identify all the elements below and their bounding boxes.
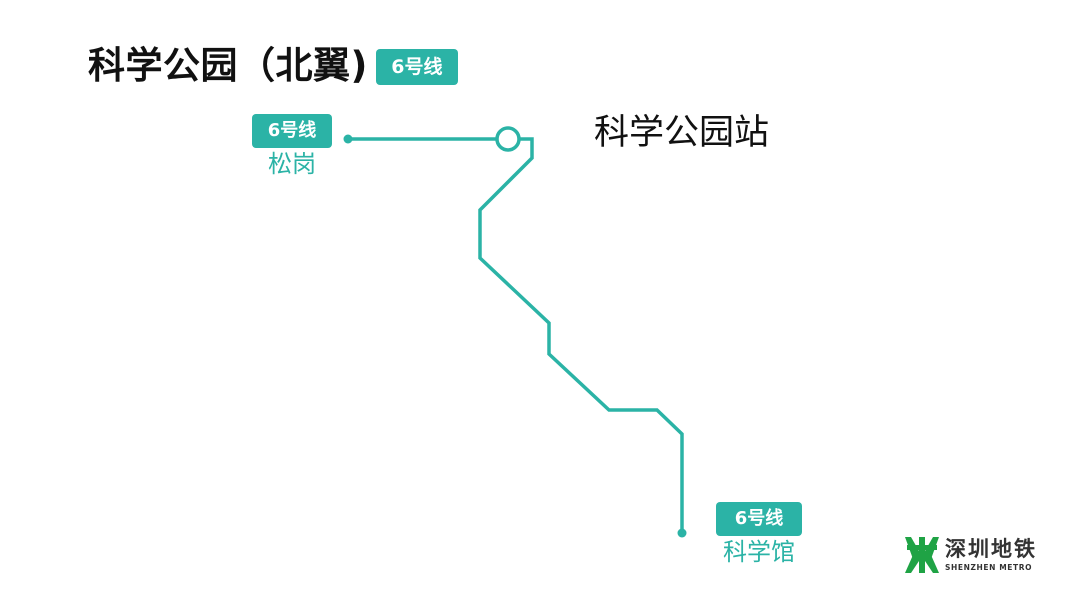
line-badge: 6号线 <box>375 49 458 85</box>
terminal-dot-kexueguan <box>677 528 687 538</box>
metro-logo-icon <box>905 537 939 573</box>
terminal-dot-songgang <box>343 134 353 144</box>
terminal-station-name: 科学馆 <box>723 538 795 566</box>
current-station-marker <box>495 126 521 152</box>
logo-english-text: SHENZHEN METRO <box>945 562 1033 572</box>
page-title: 科学公园（北翼) <box>88 43 368 87</box>
current-station-label: 科学公园站 <box>594 113 770 153</box>
logo-chinese-text: 深圳地铁 <box>945 536 1037 561</box>
terminal-kexueguan: 6号线 科学馆 <box>716 502 802 565</box>
terminal-line-badge: 6号线 <box>252 114 332 148</box>
shenzhen-metro-logo: 深圳地铁 SHENZHEN METRO <box>905 537 1037 573</box>
page-header: 科学公园（北翼) 6号线 <box>88 40 458 90</box>
terminal-station-name: 松岗 <box>268 150 316 178</box>
terminal-line-badge: 6号线 <box>716 502 802 536</box>
line-6-route <box>346 137 684 535</box>
terminal-songgang: 6号线 松岗 <box>252 114 332 177</box>
